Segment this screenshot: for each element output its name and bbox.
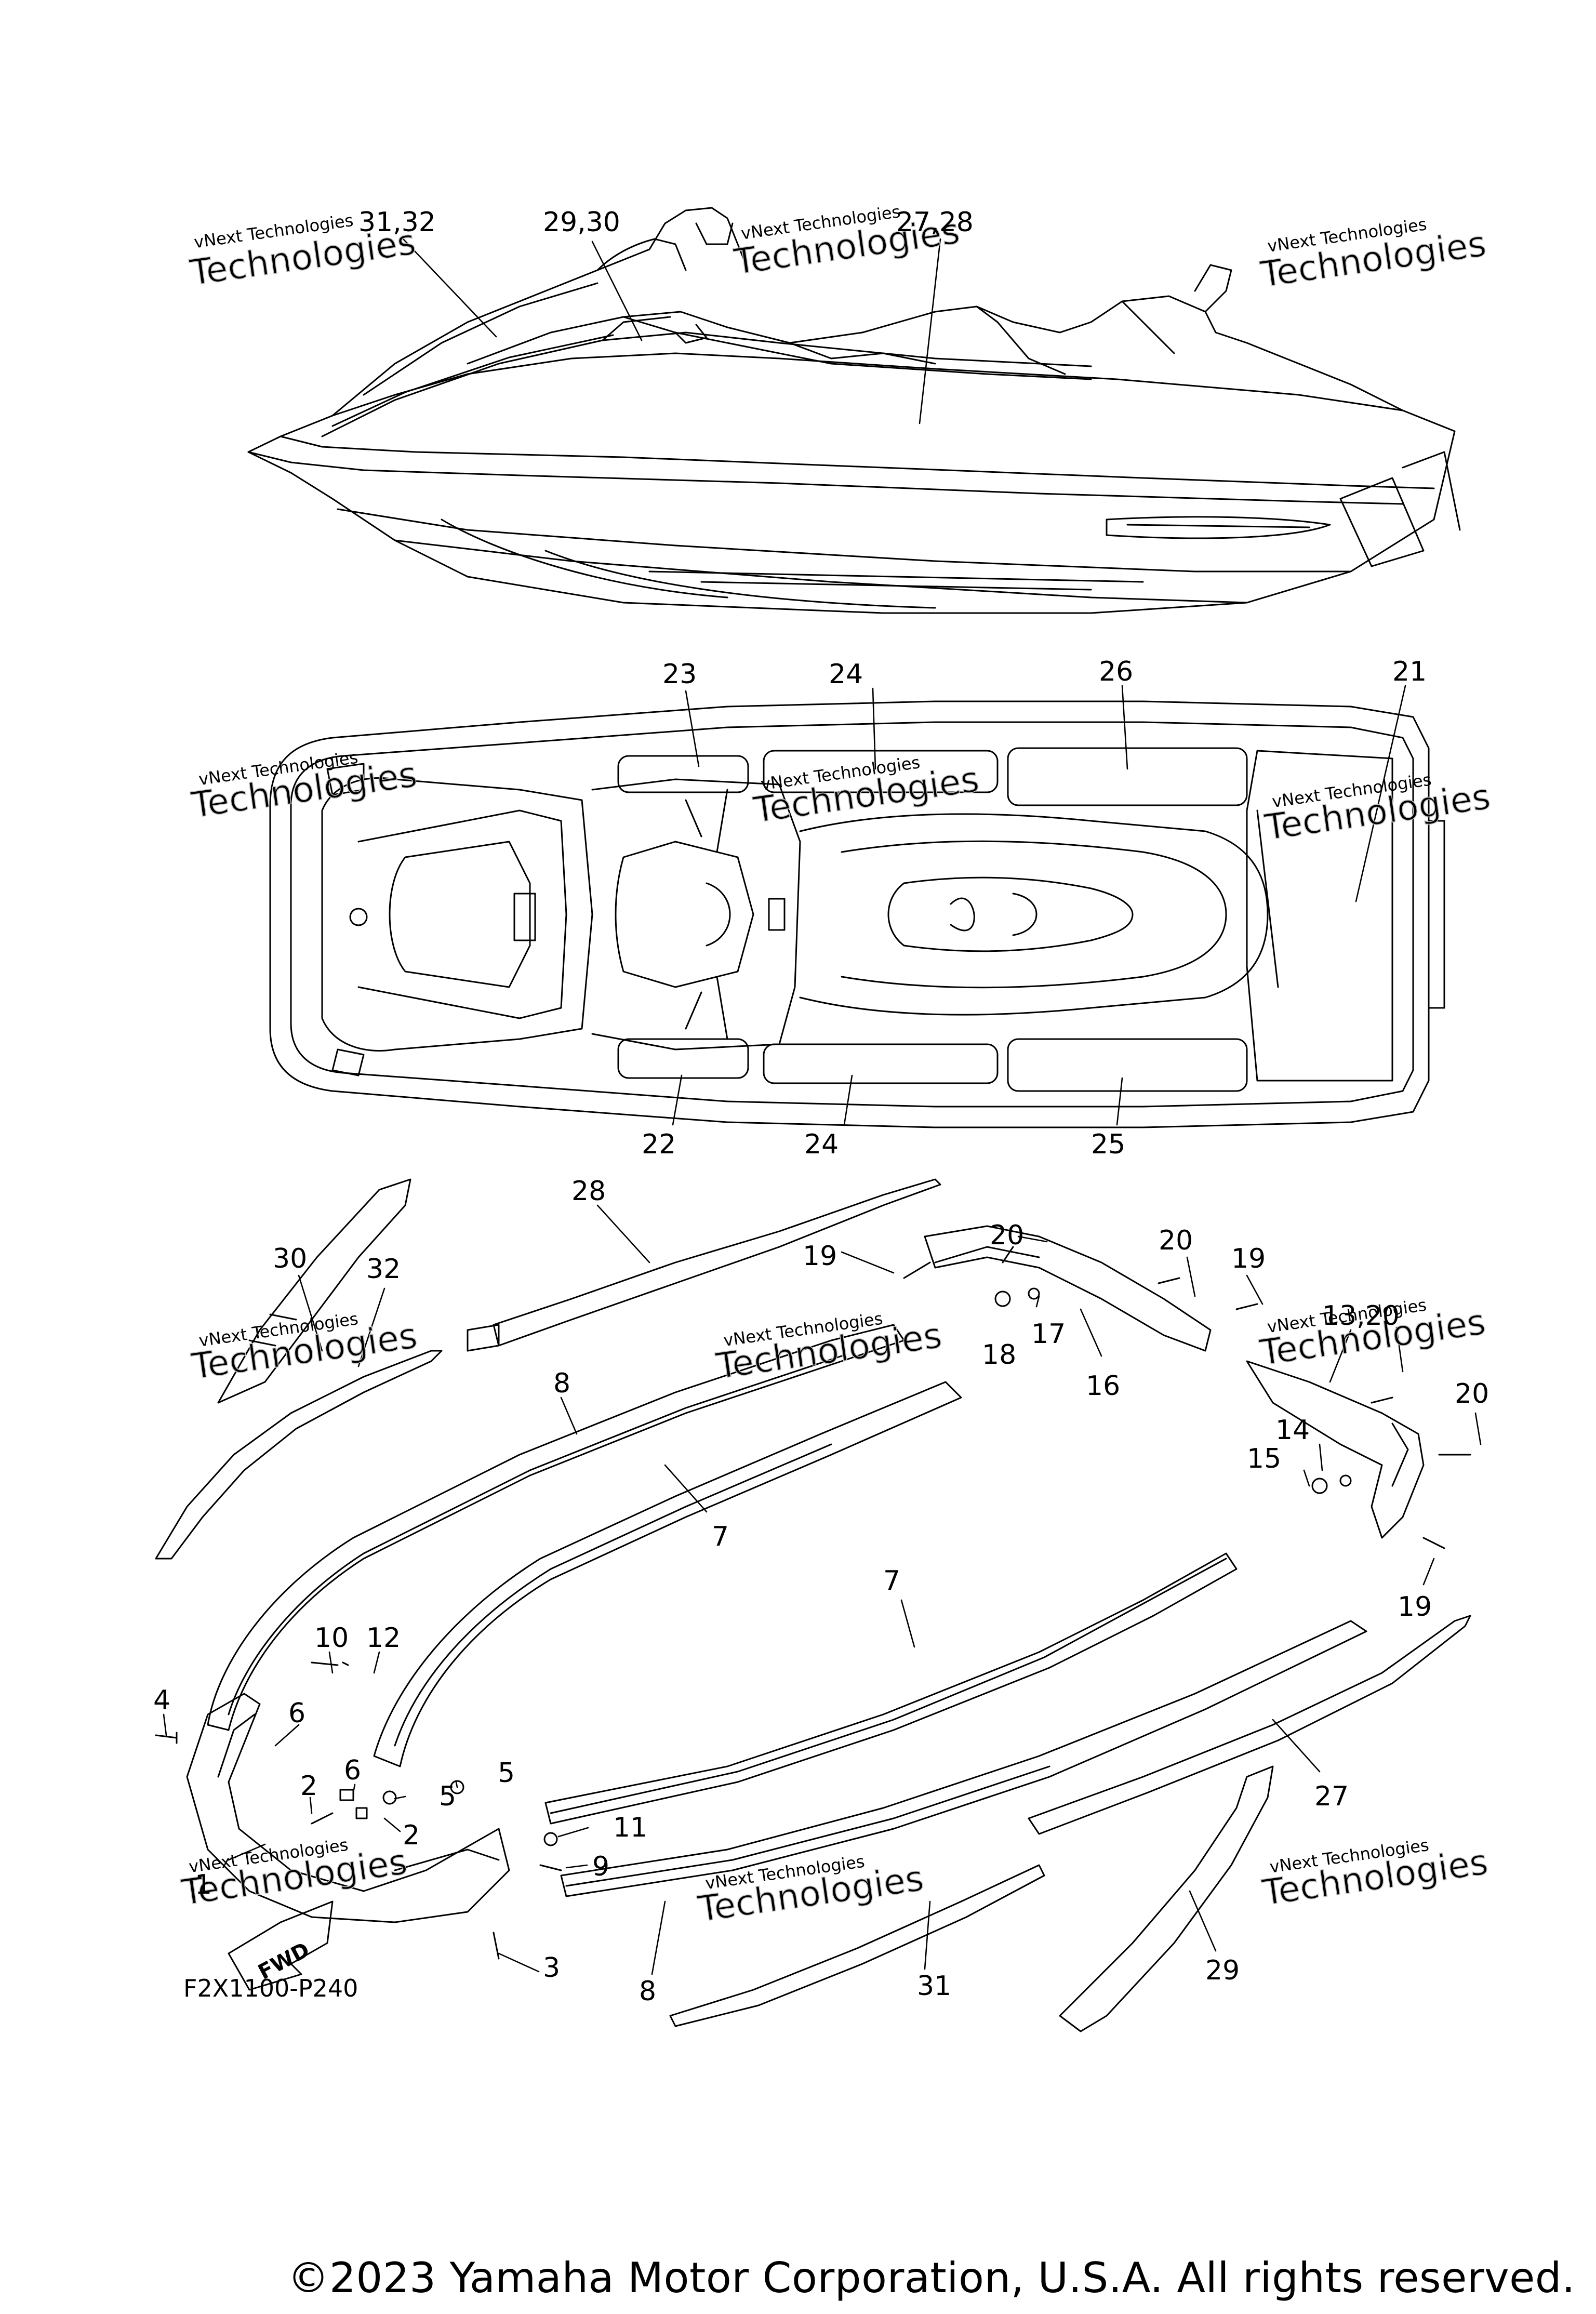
- callout-16: 16: [1086, 1371, 1120, 1402]
- callout-29-30: 29,30: [543, 207, 620, 238]
- callout-8: 8: [639, 1976, 656, 2007]
- callout-11: 11: [613, 1812, 647, 1843]
- callout-2: 2: [403, 1820, 420, 1851]
- callout-20: 20: [1455, 1378, 1489, 1409]
- callout-3: 3: [543, 1952, 560, 1984]
- callout-19: 19: [1231, 1243, 1266, 1274]
- callout-6: 6: [288, 1698, 305, 1729]
- callout-1: 1: [195, 1869, 212, 1900]
- callout-32: 32: [366, 1254, 401, 1285]
- copyright-notice: ©2023 Yamaha Motor Corporation, U.S.A. A…: [287, 2254, 1575, 2302]
- callout-8: 8: [553, 1368, 570, 1399]
- callout-20: 20: [990, 1220, 1024, 1251]
- callout-12: 12: [366, 1623, 401, 1654]
- callout-19: 19: [1398, 1591, 1432, 1623]
- callout-4: 4: [153, 1685, 170, 1716]
- callout-21: 21: [1392, 656, 1427, 687]
- callout-28: 28: [571, 1176, 606, 1207]
- callout-19: 19: [803, 1241, 837, 1272]
- callout-27-28: 27,28: [896, 207, 974, 238]
- callout-6: 6: [344, 1755, 361, 1786]
- exploded-parts: [155, 1178, 1471, 2032]
- callout-30: 30: [273, 1243, 307, 1274]
- callout-27: 27: [1314, 1781, 1349, 1812]
- callout-25: 25: [1091, 1129, 1125, 1160]
- callout-29: 29: [1205, 1955, 1240, 1986]
- part-callouts: 31,32 29,30 27,28 23 24 26 21 22 24 25 3…: [153, 207, 1489, 2007]
- callout-9: 9: [592, 1851, 609, 1882]
- callout-7: 7: [883, 1565, 900, 1597]
- callout-31: 31: [917, 1971, 951, 2002]
- watercraft-top-view: [269, 700, 1445, 1128]
- watercraft-side-view: [247, 207, 1461, 614]
- callout-13-20: 13,20: [1322, 1300, 1400, 1332]
- callout-17: 17: [1031, 1319, 1066, 1350]
- callout-10: 10: [314, 1623, 349, 1654]
- figure-code: F2X1100-P240: [183, 1974, 358, 2002]
- callout-18: 18: [982, 1339, 1016, 1371]
- callout-15: 15: [1247, 1443, 1281, 1474]
- leader-lines: [163, 238, 1482, 1975]
- callout-5: 5: [498, 1758, 515, 1789]
- callout-2: 2: [300, 1771, 317, 1802]
- callout-31-32: 31,32: [358, 207, 436, 238]
- callout-23: 23: [662, 659, 697, 690]
- callout-24: 24: [829, 659, 863, 690]
- callout-24-bottom: 24: [804, 1129, 839, 1160]
- callout-26: 26: [1099, 656, 1133, 687]
- callout-7: 7: [712, 1521, 729, 1552]
- callout-22: 22: [642, 1129, 676, 1160]
- callout-14: 14: [1275, 1415, 1310, 1446]
- callout-5: 5: [439, 1781, 456, 1812]
- callout-20: 20: [1159, 1225, 1193, 1256]
